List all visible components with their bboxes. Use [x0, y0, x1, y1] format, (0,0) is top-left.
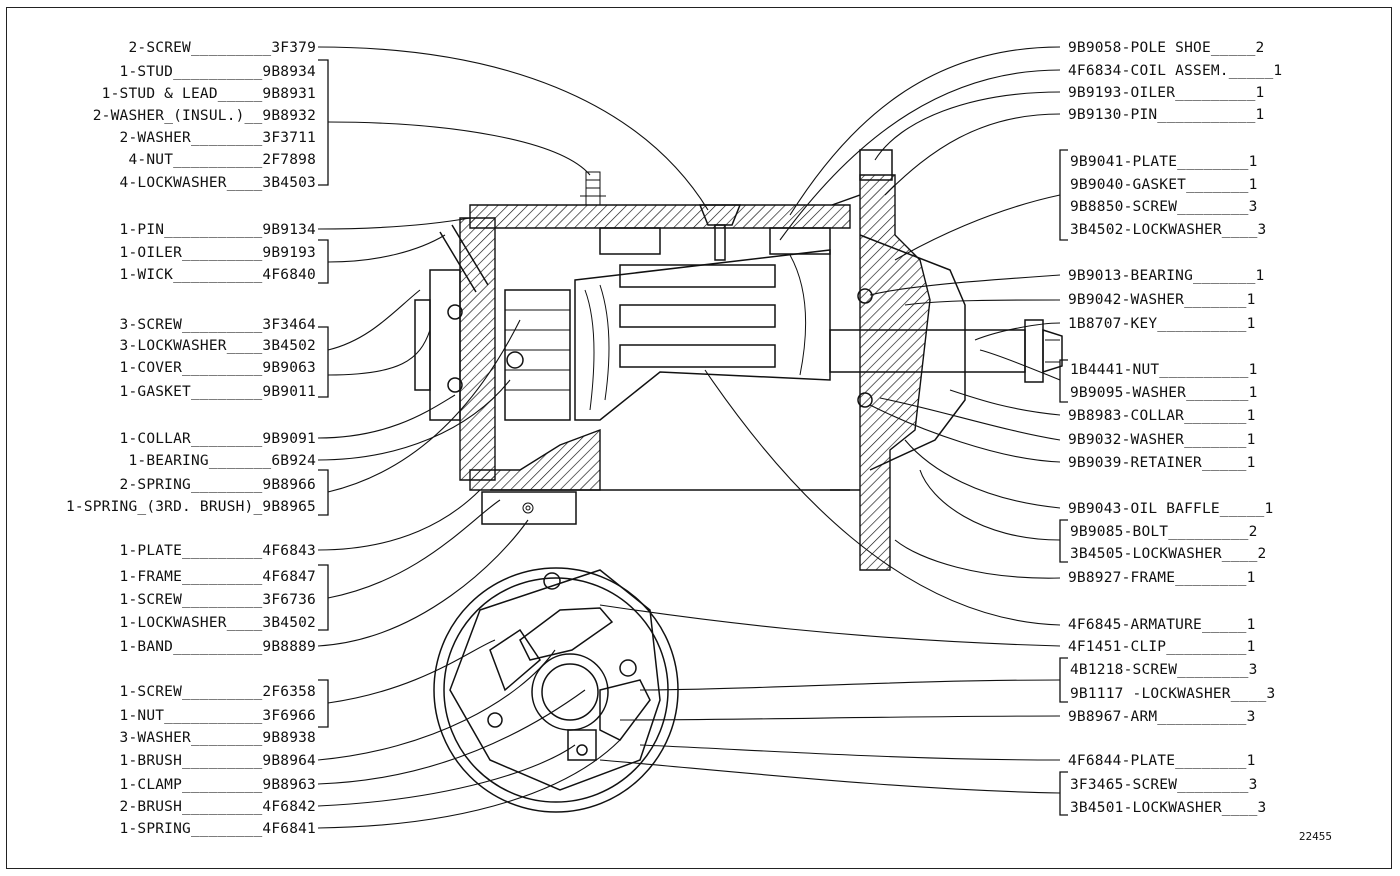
right-label-washer: 9B9042-WASHER_______1 — [1068, 292, 1256, 308]
right-label-gasket: 9B9040-GASKET_______1 — [1070, 177, 1258, 193]
right-braces — [1059, 149, 1068, 816]
right-label-washer-b: 9B9095-WASHER_______1 — [1070, 385, 1258, 401]
left-label-1-plate: 1-PLATE_________4F6843 — [120, 543, 316, 559]
right-label-frame: 9B8927-FRAME________1 — [1068, 570, 1256, 586]
left-label-1-stud-lead: 1-STUD & LEAD_____9B8931 — [102, 86, 316, 102]
right-label-retainer: 9B9039-RETAINER_____1 — [1068, 455, 1256, 471]
left-label-1-spring: 1-SPRING________4F6841 — [120, 821, 316, 837]
diagram-border — [6, 7, 1392, 869]
left-label-4-lockwasher: 4-LOCKWASHER____3B4503 — [120, 175, 316, 191]
right-label-key: 1B8707-KEY__________1 — [1068, 316, 1256, 332]
left-label-2-washer: 2-WASHER________3F3711 — [120, 130, 316, 146]
right-label-screw: 9B8850-SCREW________3 — [1070, 199, 1258, 215]
left-braces — [318, 59, 329, 728]
left-label-1-stud: 1-STUD__________9B8934 — [120, 64, 317, 80]
left-label-1-lockwasher: 1-LOCKWASHER____3B4502 — [120, 615, 316, 631]
left-label-1-nut: 1-NUT___________3F6966 — [120, 708, 316, 724]
left-label-2-brush: 2-BRUSH_________4F6842 — [120, 799, 316, 815]
right-label-plate-b: 4F6844-PLATE________1 — [1068, 753, 1256, 769]
right-label-oiler: 9B9193-OILER_________1 — [1068, 85, 1264, 101]
left-label-1-screw-b: 1-SCREW_________3F6736 — [120, 592, 316, 608]
right-label-oil-baffle: 9B9043-OIL BAFFLE_____1 — [1068, 501, 1273, 517]
left-label-2-screw: 2-SCREW_________3F379 — [128, 40, 316, 56]
left-label-1-collar: 1-COLLAR________9B9091 — [120, 431, 316, 447]
right-label-bolt: 9B9085-BOLT_________2 — [1070, 524, 1258, 540]
right-label-plate: 9B9041-PLATE________1 — [1070, 154, 1258, 170]
right-label-armature: 4F6845-ARMATURE_____1 — [1068, 617, 1256, 633]
generator-section-drawing — [414, 149, 1063, 571]
left-label-1-gasket: 1-GASKET________9B9011 — [120, 384, 316, 400]
figure-number: 22455 — [1299, 830, 1332, 843]
left-labels: 2-SCREW_________3F379 1-STUD__________9B… — [66, 40, 316, 837]
left-label-1-pin: 1-PIN___________9B9134 — [120, 222, 317, 238]
left-label-4-nut: 4-NUT__________2F7898 — [128, 152, 316, 168]
right-label-lockwasher-b: 3B4505-LOCKWASHER____2 — [1070, 546, 1266, 562]
right-labels: 9B9058-POLE SHOE_____2 4F6834-COIL ASSEM… — [1068, 40, 1282, 816]
right-label-lockwasher-c: 9B1117 -LOCKWASHER____3 — [1070, 686, 1275, 702]
left-label-3-lockwasher: 3-LOCKWASHER____3B4502 — [120, 338, 316, 354]
leader-lines — [317, 46, 1061, 829]
left-label-1-spring-3rd: 1-SPRING_(3RD. BRUSH)_9B8965 — [66, 499, 316, 515]
left-label-1-clamp: 1-CLAMP_________9B8963 — [120, 777, 316, 793]
right-label-washer-c: 9B9032-WASHER_______1 — [1068, 432, 1256, 448]
left-label-3-washer: 3-WASHER________9B8938 — [120, 730, 316, 746]
right-label-arm: 9B8967-ARM__________3 — [1068, 709, 1256, 725]
left-label-1-frame: 1-FRAME_________4F6847 — [120, 569, 316, 585]
right-label-coil-assem: 4F6834-COIL ASSEM._____1 — [1068, 63, 1282, 79]
left-label-1-band: 1-BAND__________9B8889 — [120, 639, 316, 655]
right-label-collar: 9B8983-COLLAR_______1 — [1068, 408, 1256, 424]
right-label-bearing: 9B9013-BEARING_______1 — [1068, 268, 1264, 284]
left-label-1-brush: 1-BRUSH_________9B8964 — [120, 753, 317, 769]
right-label-lockwasher-d: 3B4501-LOCKWASHER____3 — [1070, 800, 1266, 816]
left-label-1-bearing: 1-BEARING_______6B924 — [128, 453, 316, 469]
left-label-3-screw: 3-SCREW_________3F3464 — [120, 317, 317, 333]
left-label-2-spring: 2-SPRING________9B8966 — [120, 477, 316, 493]
left-label-1-cover: 1-COVER_________9B9063 — [120, 360, 316, 376]
left-label-1-screw-c: 1-SCREW_________2F6358 — [120, 684, 316, 700]
right-label-pin: 9B9130-PIN___________1 — [1068, 107, 1264, 123]
right-label-nut: 1B4441-NUT__________1 — [1070, 362, 1258, 378]
left-label-1-oiler: 1-OILER_________9B9193 — [120, 245, 316, 261]
right-label-pole-shoe: 9B9058-POLE SHOE_____2 — [1068, 40, 1264, 56]
left-label-1-wick: 1-WICK__________4F6840 — [120, 267, 316, 283]
left-label-2-washer-insul: 2-WASHER_(INSUL.)__9B8932 — [93, 108, 316, 124]
right-label-screw-b: 4B1218-SCREW________3 — [1070, 662, 1258, 678]
right-label-clip: 4F1451-CLIP_________1 — [1068, 639, 1256, 655]
right-label-lockwasher: 3B4502-LOCKWASHER____3 — [1070, 222, 1266, 238]
right-label-screw-c: 3F3465-SCREW________3 — [1070, 777, 1258, 793]
